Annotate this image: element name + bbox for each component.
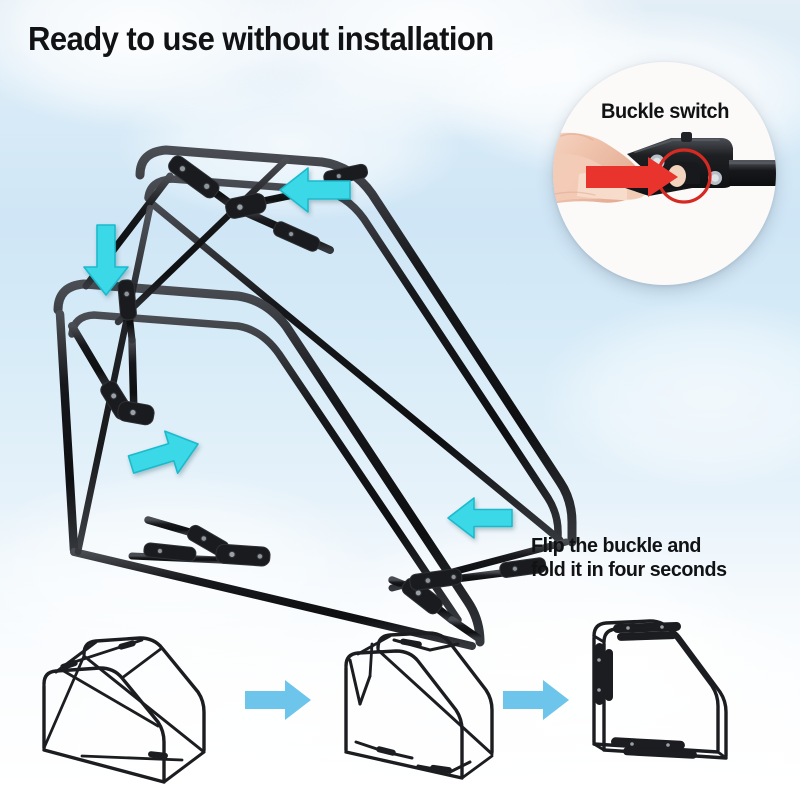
sequence-arrow-2 [503,678,569,722]
flip-caption-line-2: fold it in four seconds [531,558,727,582]
sequence-step-half-folded [300,600,545,800]
rack-tube [729,160,776,186]
main-product-illustration [0,90,620,650]
inset-title: Buckle switch [600,100,729,123]
sequence-step-flat [558,600,800,800]
sequence-step-open [22,600,267,800]
page-title: Ready to use without installation [28,20,494,57]
sequence-arrow-1 [245,678,311,722]
folding-sequence [0,600,800,800]
buckle-switch-inset: Buckle switch [553,62,776,285]
red-arrow-icon [586,157,678,197]
flip-caption-line-1: Flip the buckle and [531,534,702,557]
flip-caption: Flip the buckle and fold it in four seco… [531,534,783,582]
